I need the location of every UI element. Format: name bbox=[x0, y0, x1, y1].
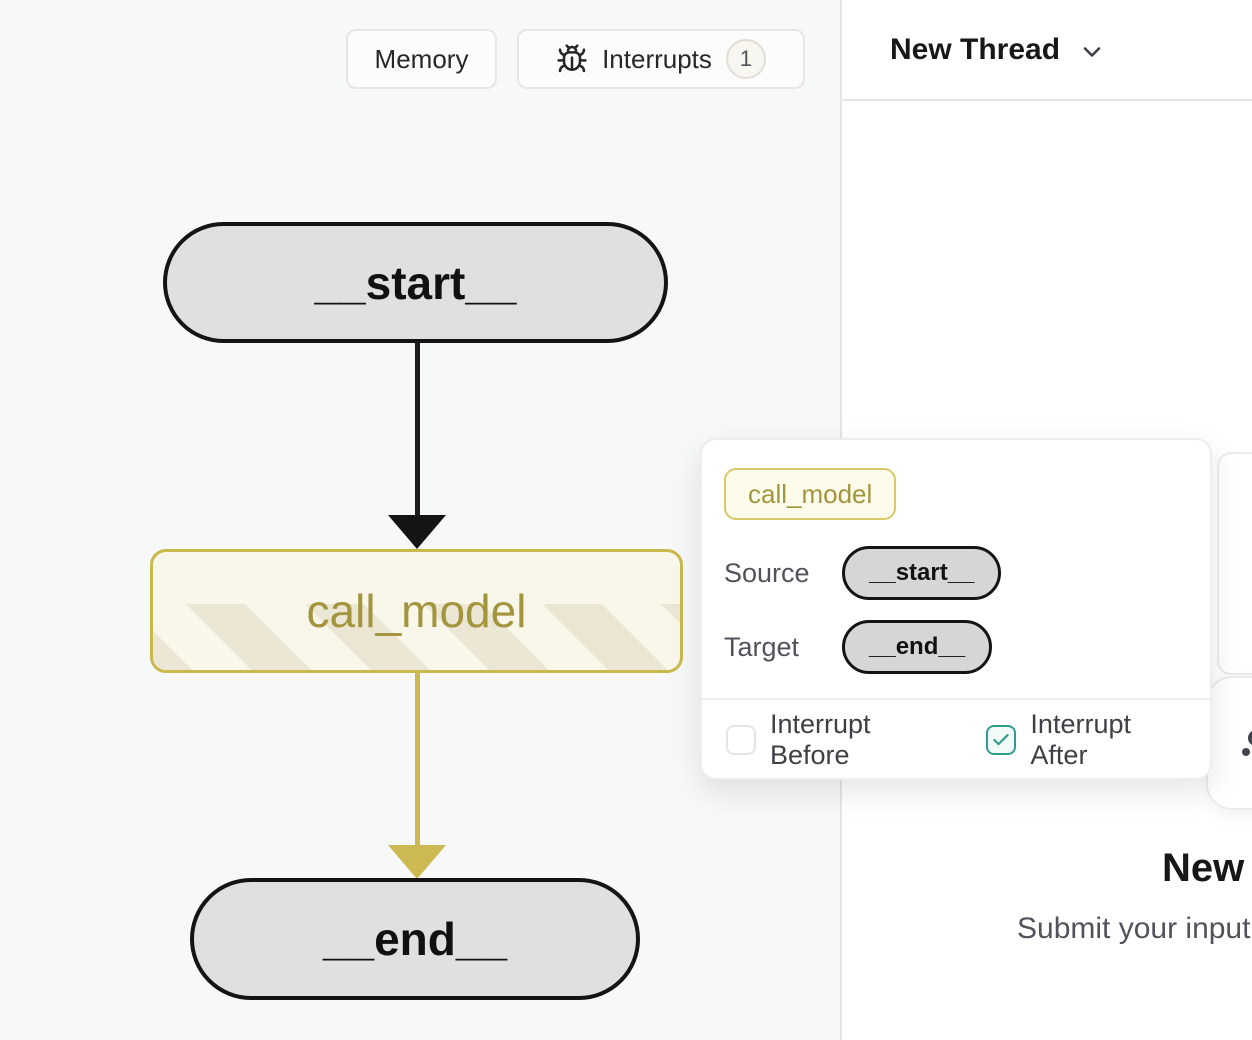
interrupts-button[interactable]: Interrupts 1 bbox=[517, 29, 805, 89]
side-card-partial bbox=[1217, 452, 1252, 675]
chevron-down-icon bbox=[1078, 34, 1106, 66]
bug-icon bbox=[556, 43, 588, 75]
side-action-icon[interactable] bbox=[1242, 728, 1252, 758]
thread-title-label: New Thread bbox=[890, 32, 1061, 66]
edge-start-to-callmodel bbox=[415, 343, 420, 519]
interrupts-count-badge: 1 bbox=[725, 39, 766, 79]
popover-target-row: Target __end__ bbox=[724, 620, 993, 674]
popover-source-row: Source __start__ bbox=[724, 546, 1002, 600]
target-label: Target bbox=[724, 631, 800, 662]
memory-button-label: Memory bbox=[374, 43, 469, 74]
popover-node-chip: call_model bbox=[724, 468, 897, 520]
side-action-icon-dot bbox=[1242, 748, 1250, 756]
node-start-label: __start__ bbox=[314, 256, 517, 309]
empty-state-title: New Thread bbox=[1162, 846, 1252, 890]
thread-header: New Thread bbox=[842, 0, 1252, 101]
edge-callmodel-to-end-arrowhead-icon bbox=[388, 845, 446, 879]
node-detail-popover: call_model Source __start__ Target __end… bbox=[700, 438, 1212, 780]
side-action-card-partial bbox=[1206, 676, 1252, 810]
edge-start-to-callmodel-arrowhead-icon bbox=[388, 515, 446, 549]
interrupts-button-label: Interrupts bbox=[602, 43, 712, 74]
empty-state-subtitle: Submit your input bbox=[1017, 912, 1251, 945]
side-action-icon-shape bbox=[1248, 730, 1252, 746]
interrupt-after-label: Interrupt After bbox=[1030, 709, 1131, 770]
interrupt-before-label: Interrupt Before bbox=[770, 709, 871, 770]
target-node-pill: __end__ bbox=[842, 620, 993, 674]
node-end-label: __end__ bbox=[322, 913, 508, 965]
interrupt-after-checkbox[interactable] bbox=[986, 725, 1017, 755]
popover-footer: Interrupt Before Interrupt After bbox=[702, 700, 1210, 780]
popover-divider bbox=[702, 698, 1210, 700]
source-label: Source bbox=[724, 557, 810, 588]
edge-callmodel-to-end bbox=[415, 673, 420, 847]
graph-node-end[interactable]: __end__ bbox=[190, 878, 640, 1000]
graph-node-call-model[interactable]: call_model bbox=[150, 549, 683, 673]
graph-node-start[interactable]: __start__ bbox=[163, 222, 668, 343]
memory-button[interactable]: Memory bbox=[346, 29, 497, 89]
node-call-model-label: call_model bbox=[306, 585, 527, 637]
interrupt-before-checkbox[interactable] bbox=[726, 725, 756, 755]
thread-selector-dropdown[interactable]: New Thread bbox=[890, 33, 1106, 67]
source-node-pill: __start__ bbox=[842, 546, 1002, 600]
